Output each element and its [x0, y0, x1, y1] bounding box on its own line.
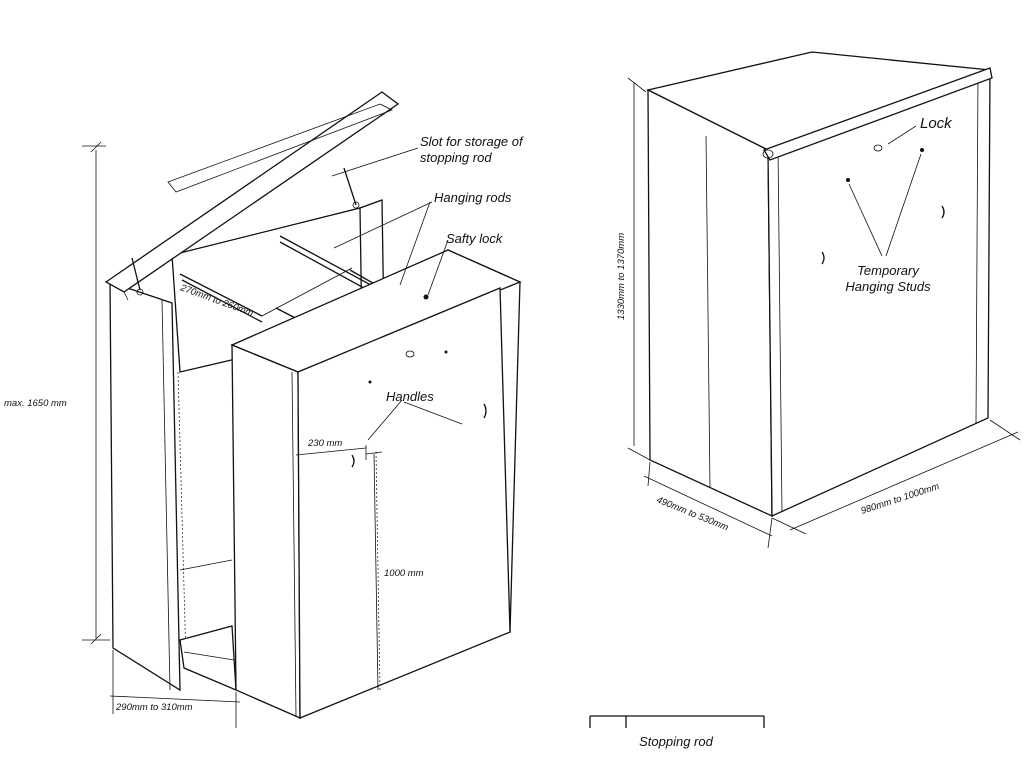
- bottom-shelf: [179, 625, 237, 692]
- slot-label-line2: stopping rod: [420, 150, 492, 165]
- right-height-label: 1330mm to 1370mm: [616, 233, 627, 320]
- open-lid: [104, 91, 400, 301]
- right-depth-label: 490mm to 530mm: [655, 495, 730, 534]
- stopping-rod-label: Stopping rod: [639, 734, 713, 749]
- studs-label-line2: Hanging Studs: [845, 279, 931, 294]
- left-height-dimension: [82, 141, 110, 645]
- left-height-dimension-label: max. 1650 mm: [4, 398, 67, 409]
- safety-lock-label: Safty lock: [446, 231, 504, 246]
- handle-right-icon: [483, 403, 487, 419]
- slot-label-line1: Slot for storage of: [420, 134, 524, 149]
- handle-offset-label: 230 mm: [307, 438, 342, 449]
- right-side-panel: [647, 88, 773, 518]
- stopping-rod: [589, 715, 765, 728]
- handle-height-label: 1000 mm: [384, 568, 424, 579]
- handles-label: Handles: [386, 389, 434, 404]
- hanging-rods-label: Hanging rods: [434, 190, 512, 205]
- right-width-label: 980mm to 1000mm: [860, 481, 941, 517]
- left-front-panel: [231, 344, 301, 719]
- studs-label-line1: Temporary: [857, 263, 920, 278]
- handle-left-icon: [351, 454, 355, 468]
- left-depth-label: 290mm to 310mm: [115, 702, 193, 713]
- left-side-panel: [109, 281, 181, 692]
- lock-icon: [873, 144, 883, 152]
- right-cabinet: [627, 51, 1021, 549]
- left-door-panel: [297, 287, 511, 719]
- left-cabinet: [82, 91, 522, 728]
- lock-label: Lock: [920, 115, 953, 132]
